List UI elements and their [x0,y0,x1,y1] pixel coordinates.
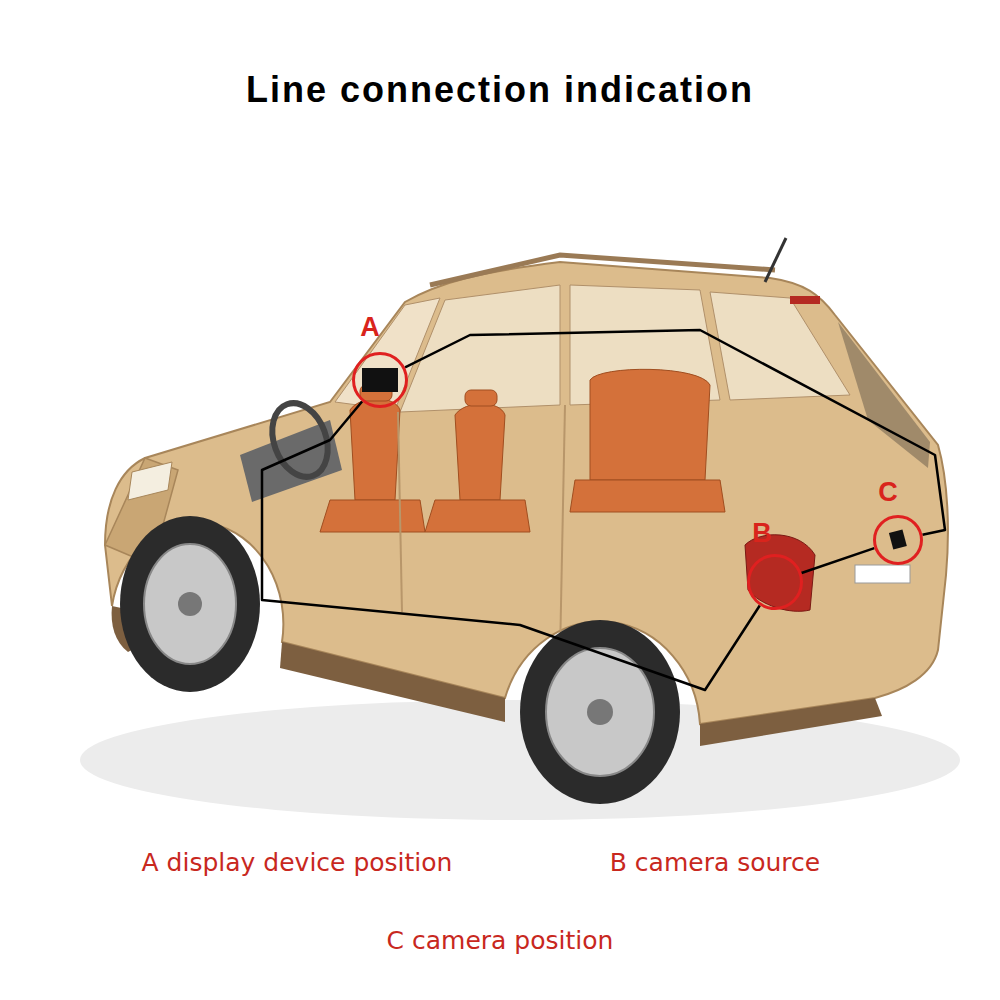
front-hub [178,592,202,616]
highlight-node: C [873,515,923,565]
rear-tire [520,620,680,804]
highlight-circle [873,515,923,565]
front-rim [144,544,236,664]
side-sill [280,642,505,722]
brake-light [790,296,820,304]
cable-line [405,330,945,535]
cable-line [262,402,760,690]
rear-bumper [700,698,882,746]
license-plate [855,565,910,583]
rear-hub [587,699,613,725]
car-body [105,262,948,724]
caption-text: B camera source [610,848,820,877]
highlight-ring [354,354,407,407]
steering-wheel [263,395,338,484]
diagram-title: Line connection indication [246,69,754,111]
cable-line [801,548,874,573]
headrest [465,390,497,406]
front-window [400,285,560,412]
passenger-seat-back [455,404,505,500]
caption-text: A display device position [142,848,453,877]
caption-text: C camera position [387,926,614,955]
front-tire [120,516,260,692]
callout-letter: C [878,477,898,508]
driver-seat-cushion [320,500,425,532]
passenger-seat-cushion [425,500,530,532]
highlight-node: B [747,554,803,610]
headlight [128,462,172,500]
camera-device [889,529,907,549]
door-line [560,405,565,655]
roof-rail [430,255,775,285]
highlight-ring [875,517,922,564]
highlight-circle [747,554,803,610]
callout-letter: A [360,312,380,343]
rear-seat-back [590,369,710,480]
antenna [765,238,786,282]
callout-letter: B [752,518,772,549]
driver-seat-back [350,399,400,500]
rear-seat-cushion [570,480,725,512]
highlight-circle [352,352,408,408]
door-line [398,412,402,612]
display-device [362,368,398,392]
highlight-ring [749,556,802,609]
highlight-node: A [352,352,408,408]
